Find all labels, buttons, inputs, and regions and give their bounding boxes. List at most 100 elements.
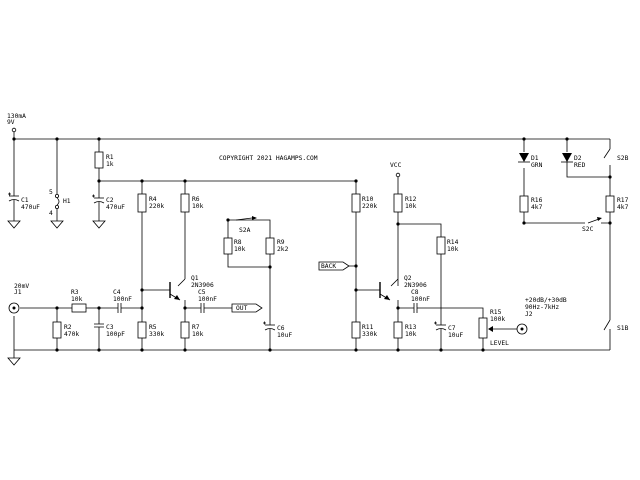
jack-j1 bbox=[8, 302, 20, 314]
resistor-r16 bbox=[519, 195, 529, 213]
resistor-r11 bbox=[351, 321, 361, 339]
h1-pin-bottom: 4 bbox=[49, 210, 53, 217]
input-jack-ref: J1 bbox=[14, 289, 22, 296]
d1-ref: D1 bbox=[531, 155, 539, 162]
h1-ref: H1 bbox=[63, 198, 71, 205]
resistor-r7 bbox=[180, 321, 190, 339]
r15-ref: R15 bbox=[490, 309, 502, 316]
r2-ref: R2 bbox=[64, 324, 72, 331]
r11-ref: R11 bbox=[362, 324, 374, 331]
r9-ref: R9 bbox=[277, 239, 285, 246]
r2-value: 470k bbox=[64, 331, 79, 338]
switch-s2c bbox=[587, 217, 602, 224]
r16-value: 4k7 bbox=[531, 204, 543, 211]
r3-value: 10k bbox=[71, 296, 83, 303]
potentiometer-wiper bbox=[488, 326, 493, 332]
supply-voltage: 9V bbox=[7, 119, 15, 126]
capacitors bbox=[8, 192, 447, 332]
d2-value: RED bbox=[574, 162, 586, 169]
r10-value: 220k bbox=[362, 203, 377, 210]
junctions bbox=[12, 137, 612, 352]
resistor-r2 bbox=[52, 321, 62, 339]
s2c-label: S2C bbox=[582, 226, 594, 233]
resistor-r9 bbox=[265, 237, 275, 255]
r14-ref: R14 bbox=[447, 239, 459, 246]
led-d1 bbox=[518, 153, 530, 163]
c8-value: 100nF bbox=[411, 296, 430, 303]
labels: COPYRIGHT 2021 HAGAMPS.COM 130mA 9V VCC … bbox=[7, 113, 629, 347]
d1-value: GRN bbox=[531, 162, 543, 169]
capacitor-c3 bbox=[94, 323, 104, 332]
supply-current: 130mA bbox=[7, 113, 26, 120]
r3-ref: R3 bbox=[71, 289, 79, 296]
ground-symbols bbox=[7, 220, 106, 366]
r17-value: 4k7 bbox=[617, 204, 629, 211]
resistor-r3 bbox=[71, 303, 87, 313]
r5-ref: R5 bbox=[149, 324, 157, 331]
r4-value: 220k bbox=[149, 203, 164, 210]
resistor-r6 bbox=[180, 193, 190, 213]
transistor-q1 bbox=[169, 282, 180, 300]
c1-ref: C1 bbox=[21, 197, 29, 204]
r12-ref: R12 bbox=[405, 196, 417, 203]
wires bbox=[13, 130, 611, 358]
resistor-r13 bbox=[393, 321, 403, 339]
resistor-r17 bbox=[605, 195, 615, 213]
c4-ref: C4 bbox=[113, 289, 121, 296]
capacitor-c5 bbox=[200, 303, 207, 313]
c7-value: 10uF bbox=[448, 332, 463, 339]
jack-j2 bbox=[516, 323, 528, 335]
capacitor-c2 bbox=[92, 194, 105, 212]
ground-symbol bbox=[50, 220, 64, 229]
c1-value: 470uF bbox=[21, 204, 40, 211]
input-level: 20mV bbox=[14, 283, 29, 290]
supply-terminals bbox=[11, 127, 401, 178]
d2-ref: D2 bbox=[574, 155, 582, 162]
header-h1 bbox=[55, 193, 60, 209]
c6-value: 10uF bbox=[277, 332, 292, 339]
c2-ref: C2 bbox=[106, 197, 114, 204]
back-flag bbox=[318, 261, 350, 271]
r11-value: 330k bbox=[362, 331, 377, 338]
c4-value: 100nF bbox=[113, 296, 132, 303]
vcc-label: VCC bbox=[390, 162, 402, 169]
r13-value: 10k bbox=[405, 331, 417, 338]
r7-value: 10k bbox=[192, 331, 204, 338]
q2-ref: Q2 bbox=[404, 275, 412, 282]
resistor-r4 bbox=[137, 193, 147, 213]
c7-ref: C7 bbox=[448, 325, 456, 332]
output-jack-ref: J2 bbox=[525, 311, 533, 318]
s2b-label: S2B bbox=[617, 155, 629, 162]
c5-ref: C5 bbox=[198, 289, 206, 296]
resistor-r5 bbox=[137, 321, 147, 339]
r8-ref: R8 bbox=[234, 239, 242, 246]
output-band: 90Hz-7kHz bbox=[525, 304, 559, 311]
r7-ref: R7 bbox=[192, 324, 200, 331]
q1-ref: Q1 bbox=[191, 275, 199, 282]
r12-value: 10k bbox=[405, 203, 417, 210]
s2a-label: S2A bbox=[239, 227, 251, 234]
r6-ref: R6 bbox=[192, 196, 200, 203]
resistor-r10 bbox=[351, 193, 361, 213]
capacitor-c6 bbox=[263, 321, 276, 331]
out-flag bbox=[231, 303, 263, 313]
r10-ref: R10 bbox=[362, 196, 374, 203]
r6-value: 10k bbox=[192, 203, 204, 210]
r1-ref: R1 bbox=[106, 154, 114, 161]
resistor-r15 bbox=[478, 317, 488, 339]
c3-value: 100pF bbox=[106, 331, 125, 338]
q1-value: 2N3906 bbox=[191, 282, 214, 289]
resistor-r1 bbox=[94, 151, 104, 169]
ground-symbol bbox=[7, 357, 21, 366]
r9-value: 2k2 bbox=[277, 246, 289, 253]
resistor-r12 bbox=[393, 193, 403, 213]
resistors bbox=[52, 151, 615, 339]
switch-s2a bbox=[235, 216, 257, 221]
c3-ref: C3 bbox=[106, 324, 114, 331]
resistor-r14 bbox=[436, 236, 446, 255]
back-net-label: BACK bbox=[321, 263, 336, 270]
s1b-label: S1B bbox=[617, 325, 629, 332]
ground-symbol bbox=[7, 220, 21, 229]
r15-value: 100k bbox=[490, 316, 505, 323]
